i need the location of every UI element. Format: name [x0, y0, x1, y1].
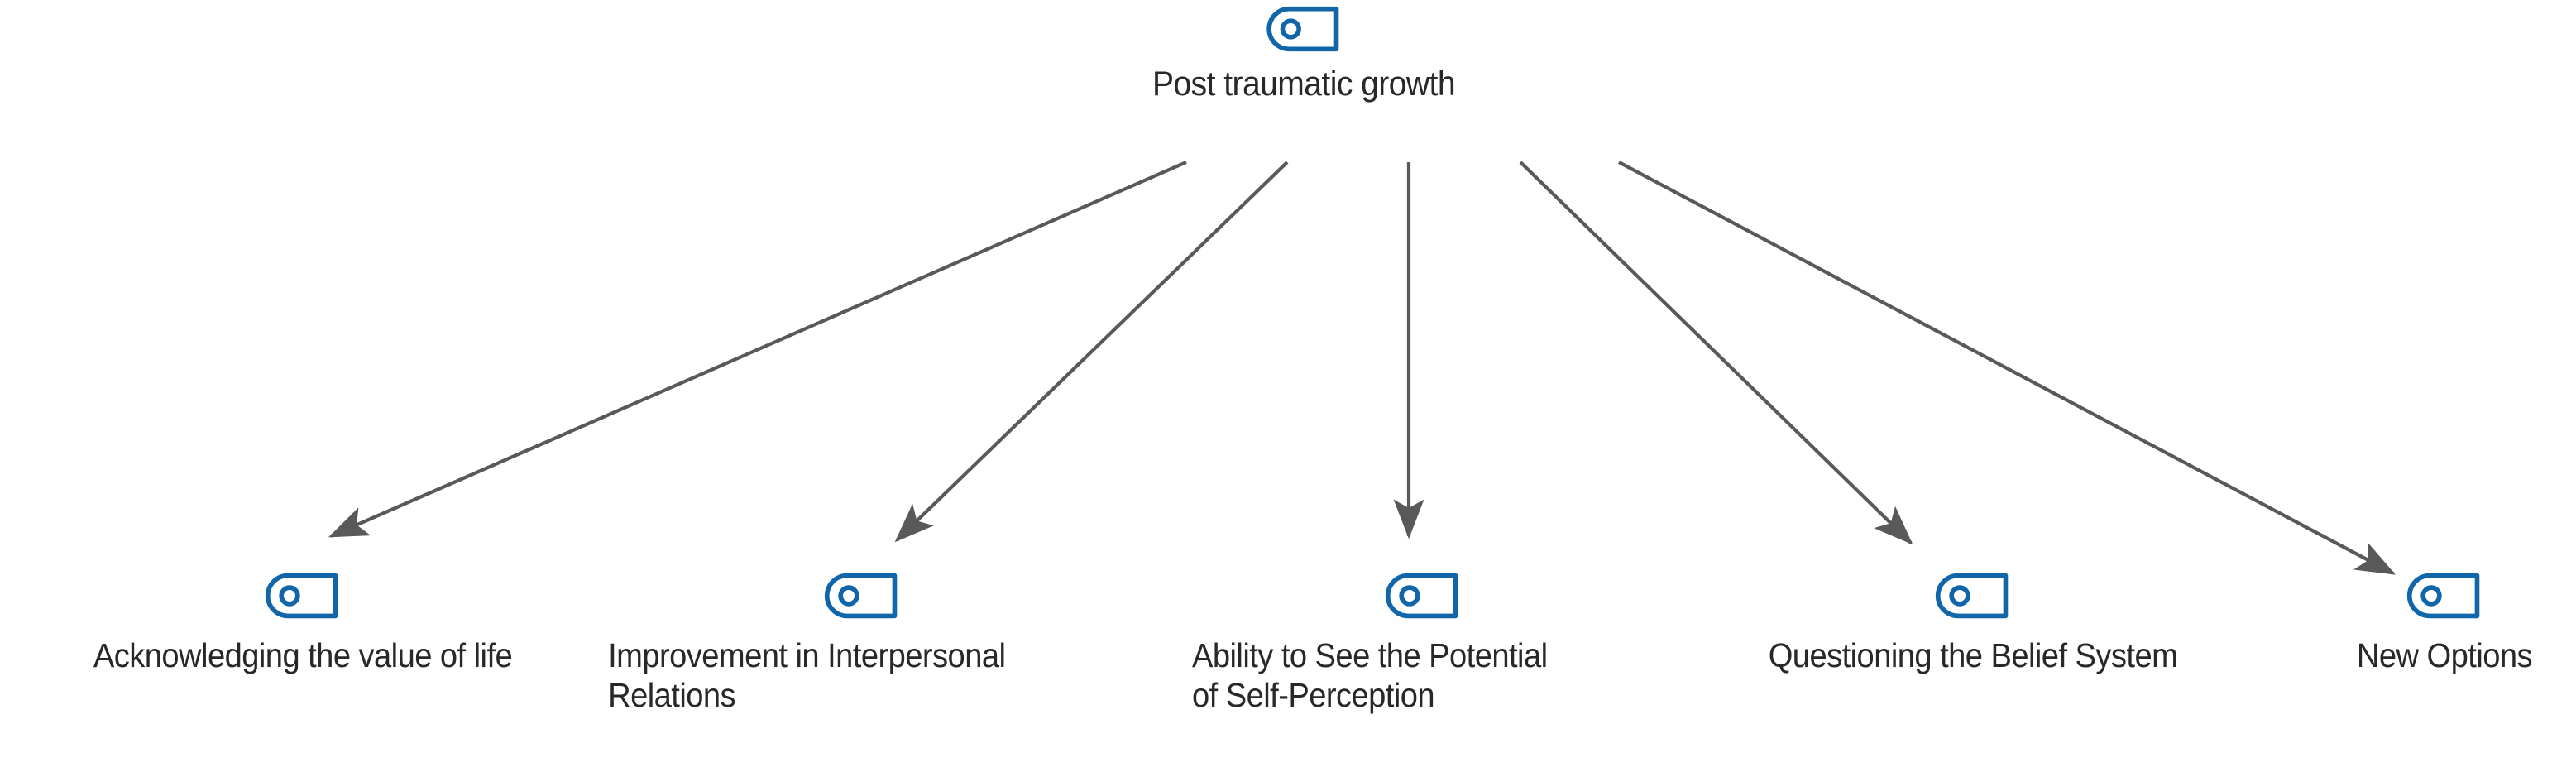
node-questioning-belief-system[interactable]: Questioning the Belief System — [1692, 571, 2254, 675]
node-root-label: Post traumatic growth — [1152, 64, 1456, 103]
connector-root-to-questioning — [1519, 161, 1913, 545]
node-label: Acknowledging the value of life — [93, 636, 513, 674]
node-label: Improvement in Interpersonal Relations — [608, 636, 1006, 715]
tag-icon — [1266, 6, 1339, 52]
node-ability-see-potential-self-perception[interactable]: Ability to See the Potential of Self-Per… — [1175, 571, 1671, 716]
node-label: Questioning the Belief System — [1768, 636, 2178, 674]
tag-icon — [2406, 573, 2480, 619]
tag-icon — [1385, 573, 1458, 619]
tag-icon — [265, 573, 338, 619]
connector-root-to-new-options — [1618, 161, 2396, 575]
connector-root-to-improvement — [894, 161, 1289, 543]
node-root[interactable]: Post traumatic growth — [1141, 5, 1467, 104]
node-acknowledging-value-of-life[interactable]: Acknowledging the value of life — [5, 571, 601, 675]
node-improvement-interpersonal-relations[interactable]: Improvement in Interpersonal Relations — [589, 571, 1135, 716]
tag-icon — [824, 573, 898, 619]
node-new-options[interactable]: New Options — [2271, 571, 2576, 675]
tag-icon — [1935, 573, 2009, 619]
connector-root-to-acknowledging — [328, 161, 1187, 538]
node-label: Ability to See the Potential of Self-Per… — [1192, 636, 1548, 715]
node-label: New Options — [2356, 636, 2533, 674]
